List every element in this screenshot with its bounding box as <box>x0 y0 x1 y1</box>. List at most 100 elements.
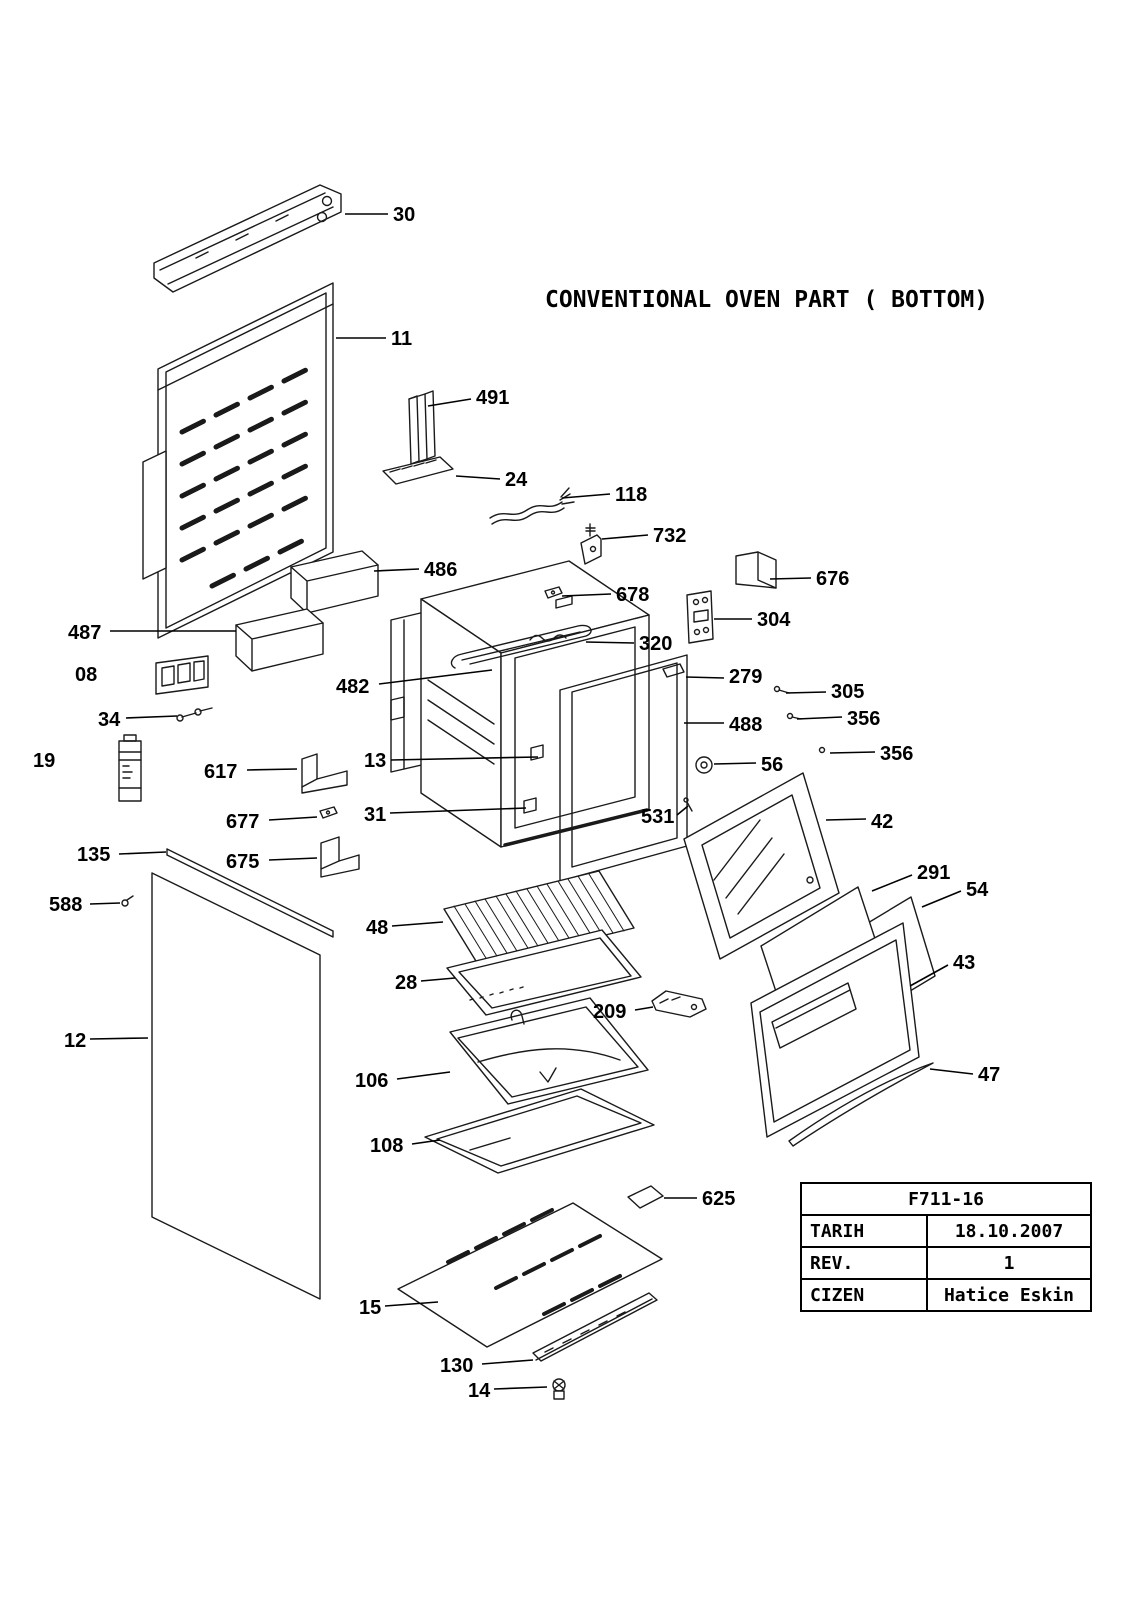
part-label-13: 13 <box>364 750 386 772</box>
part-label-118: 118 <box>615 484 647 506</box>
part-label-675: 675 <box>226 851 259 873</box>
part-label-676: 676 <box>816 568 849 590</box>
leader-line-13 <box>390 756 539 761</box>
part-48-wire-rack <box>443 870 635 967</box>
part-130-rail <box>532 1292 658 1362</box>
part-08-panel <box>155 655 209 695</box>
leader-line-279 <box>685 676 725 679</box>
leader-line-486 <box>373 568 420 572</box>
part-label-305: 305 <box>831 681 864 703</box>
part-19-thermostat <box>118 734 142 802</box>
part-label-356b: 356 <box>880 743 913 765</box>
part-531-pin <box>683 797 693 812</box>
part-label-19: 19 <box>33 750 55 772</box>
part-label-08: 08 <box>75 664 97 686</box>
part-label-488: 488 <box>729 714 762 736</box>
leader-line-356a <box>796 716 843 720</box>
part-28-tray <box>446 929 642 1016</box>
leader-line-34 <box>125 715 178 719</box>
part-320-oven-cavity <box>390 560 650 848</box>
leader-line-47 <box>929 1068 974 1075</box>
leader-line-291 <box>871 874 913 892</box>
part-675-bracket <box>320 836 360 878</box>
part-label-209: 209 <box>593 1001 626 1023</box>
part-label-11: 11 <box>391 328 412 350</box>
part-label-56: 56 <box>761 754 783 776</box>
leader-line-675 <box>268 857 318 861</box>
part-678-clip <box>544 586 563 599</box>
part-label-47: 47 <box>978 1064 1000 1086</box>
title-block-table: F711-16 TARIH 18.10.2007 REV. 1 CIZEN Ha… <box>800 1182 1092 1312</box>
leader-line-531 <box>676 805 689 816</box>
title-block-value-cizen: Hatice Eskin <box>926 1278 1092 1312</box>
part-label-12: 12 <box>64 1030 86 1052</box>
part-47-trim <box>788 1062 934 1147</box>
leader-line-588 <box>89 902 121 905</box>
leader-line-130 <box>481 1359 534 1365</box>
leader-line-24 <box>455 475 501 480</box>
part-label-43: 43 <box>953 952 975 974</box>
page-title: CONVENTIONAL OVEN PART ( BOTTOM) <box>545 287 989 313</box>
part-279-clip <box>662 663 685 678</box>
part-label-588: 588 <box>49 894 82 916</box>
title-block-label-tarih: TARIH <box>800 1214 928 1248</box>
part-label-677: 677 <box>226 811 259 833</box>
part-label-34: 34 <box>98 709 121 731</box>
part-label-487: 487 <box>68 622 101 644</box>
leader-line-617 <box>246 768 298 771</box>
leader-line-106 <box>396 1071 451 1080</box>
leader-line-108 <box>411 1139 441 1145</box>
part-label-356a: 356 <box>847 708 880 730</box>
part-label-531: 531 <box>641 806 674 828</box>
leader-line-54 <box>921 890 962 908</box>
part-label-304: 304 <box>757 609 791 631</box>
part-label-135: 135 <box>77 844 110 866</box>
part-732-bracket <box>580 523 602 565</box>
title-block-value-rev: 1 <box>926 1246 1092 1280</box>
part-15-bottom-panel <box>397 1202 663 1348</box>
leader-line-305 <box>785 691 827 694</box>
leader-line-118 <box>561 493 611 499</box>
part-label-130: 130 <box>440 1355 473 1377</box>
part-label-279: 279 <box>729 666 762 688</box>
part-106-grill-frame <box>449 997 649 1105</box>
title-block-label-rev: REV. <box>800 1246 928 1280</box>
part-305-screw <box>773 685 790 694</box>
part-label-482: 482 <box>336 676 369 698</box>
part-617-bracket <box>301 753 348 794</box>
part-label-291: 291 <box>917 862 950 884</box>
part-12-side-panel <box>151 872 321 1300</box>
doc-number: F711-16 <box>800 1182 1092 1216</box>
part-42-door-frame <box>683 772 840 960</box>
part-304-hinge-plate <box>686 590 714 644</box>
leader-line-56 <box>713 762 757 765</box>
part-label-54: 54 <box>966 879 989 901</box>
part-label-30: 30 <box>393 204 415 226</box>
part-487-insulation-block <box>235 608 324 672</box>
part-625-pad <box>627 1185 664 1209</box>
leader-line-15 <box>384 1301 439 1307</box>
part-486-insulation-block <box>290 550 379 614</box>
part-label-491: 491 <box>476 387 509 409</box>
part-label-108: 108 <box>370 1135 403 1157</box>
leader-line-678 <box>561 593 612 597</box>
part-label-617: 617 <box>204 761 237 783</box>
leader-line-14 <box>493 1386 548 1390</box>
part-108-deep-tray <box>424 1088 655 1174</box>
part-30-top-trim <box>153 184 342 293</box>
part-118-wires <box>489 487 575 525</box>
leader-line-320 <box>585 641 635 644</box>
parts-drawing <box>118 184 936 1400</box>
part-135-trim-strip <box>166 848 334 938</box>
leader-line-135 <box>118 851 167 855</box>
part-label-106: 106 <box>355 1070 388 1092</box>
leader-line-31 <box>389 807 527 814</box>
part-34-screws <box>176 707 213 722</box>
title-block-value-tarih: 18.10.2007 <box>926 1214 1092 1248</box>
part-label-15: 15 <box>359 1297 381 1319</box>
leader-line-43 <box>909 964 949 987</box>
part-491-bracket <box>408 390 436 465</box>
part-label-320: 320 <box>639 633 672 655</box>
part-label-486: 486 <box>424 559 457 581</box>
